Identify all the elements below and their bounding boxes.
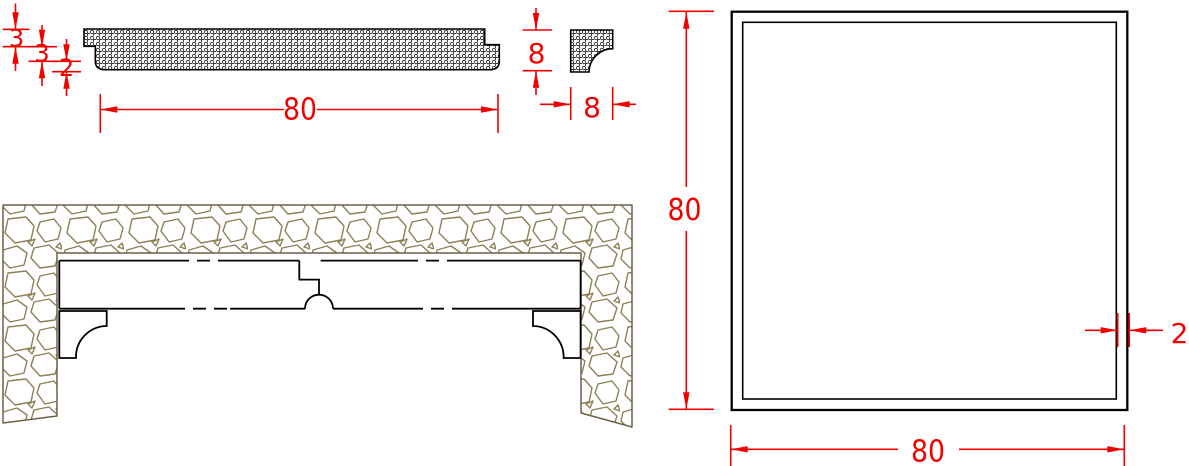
lid-profile-shape — [83, 28, 501, 71]
frame-band-lines — [58, 259, 582, 310]
square-tube-section-view: 80 80 2 — [668, 10, 1189, 466]
corner-bead-shape — [569, 29, 614, 73]
semicircle-notch — [304, 293, 334, 309]
dim-arrow — [730, 446, 748, 453]
lid-profile-section-view: 3 3 2 80 — [2, 3, 501, 133]
corner-bracket-left — [58, 310, 108, 359]
tube-dimension-lines — [668, 10, 1163, 466]
dim-arrow — [1107, 446, 1125, 453]
plan-section-view — [2, 204, 633, 428]
dim-text-step-mid: 3 — [34, 40, 49, 68]
dim-arrow — [1129, 327, 1147, 334]
dim-text-bead-width: 8 — [583, 91, 601, 124]
corner-bead-detail-view: 8 8 — [522, 8, 636, 124]
dim-text-step-top: 3 — [9, 25, 24, 53]
dim-arrow — [683, 392, 690, 410]
dim-text-lid-width: 80 — [283, 93, 317, 128]
dim-arrow — [481, 106, 498, 113]
dim-text-tube-wall: 2 — [1171, 317, 1189, 350]
dim-arrow — [532, 13, 540, 30]
corner-bracket-right — [532, 310, 582, 359]
stone-wall-hatch — [2, 204, 633, 428]
dim-text-bead-height: 8 — [528, 37, 546, 70]
tube-inner-square — [741, 21, 1118, 400]
dim-text-step-bottom: 2 — [59, 54, 74, 82]
dim-arrow — [553, 101, 571, 108]
dim-arrow — [100, 106, 118, 113]
dim-arrow — [612, 101, 630, 108]
dim-arrow — [532, 70, 540, 88]
dim-text-tube-height: 80 — [668, 193, 702, 228]
lap-joint-step — [298, 260, 320, 295]
dim-text-tube-width: 80 — [911, 435, 945, 466]
dim-arrow — [683, 11, 690, 29]
